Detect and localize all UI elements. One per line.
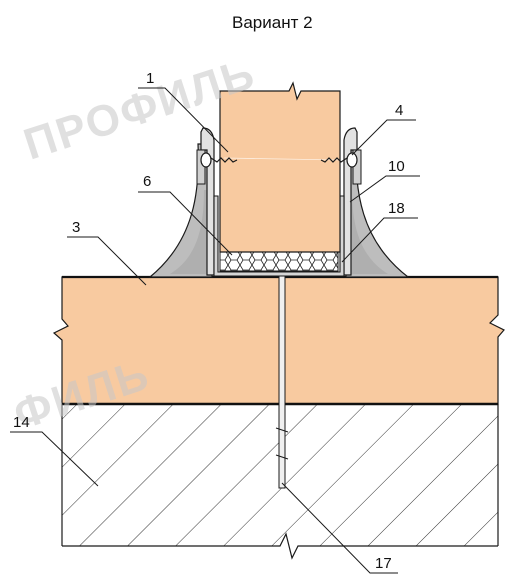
- callout-4: 4: [395, 102, 403, 119]
- callout-14: 14: [13, 414, 30, 431]
- panel: [219, 81, 341, 253]
- side-screw-left: [200, 152, 238, 168]
- callout-1: 1: [146, 70, 154, 87]
- callout-10: 10: [388, 158, 405, 175]
- drawing-title: Вариант 2: [232, 13, 313, 32]
- side-screw-right: [320, 152, 358, 168]
- callout-3: 3: [72, 219, 80, 236]
- callout-17: 17: [375, 555, 392, 572]
- callout-18: 18: [388, 200, 405, 217]
- callout-6: 6: [143, 173, 151, 190]
- leader-lines: [10, 87, 420, 574]
